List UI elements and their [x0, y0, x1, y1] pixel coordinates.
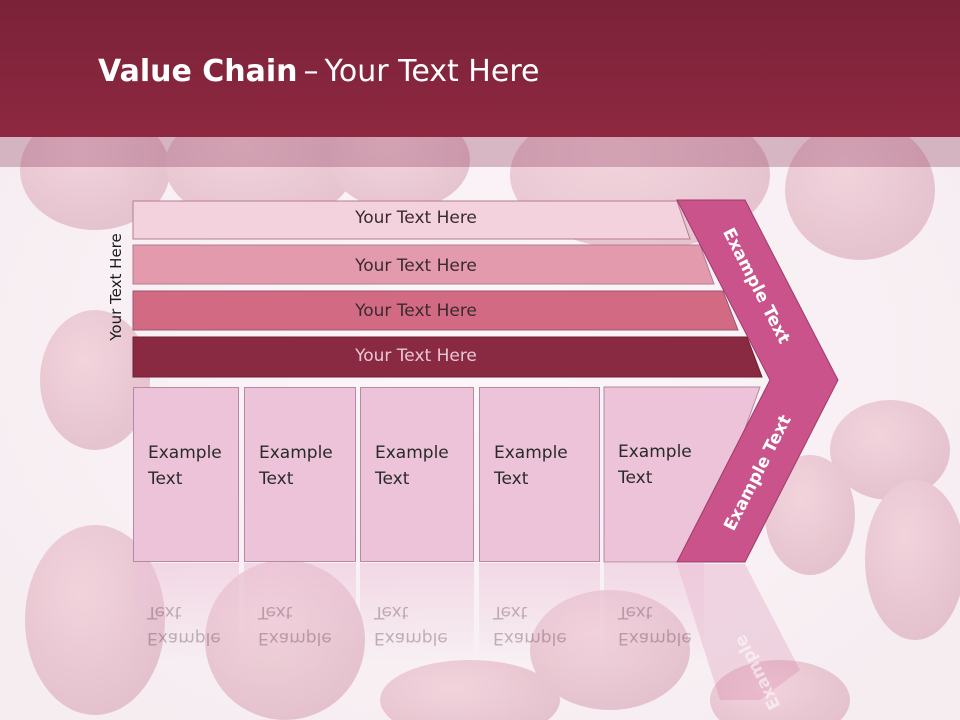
title-rest: Your Text Here	[324, 54, 540, 89]
bar-4	[132, 336, 763, 378]
bar-3	[132, 290, 739, 331]
activity-box-4-line2: Text	[494, 469, 529, 489]
activity-box-4-line1: Example	[494, 443, 568, 463]
activity-box-3-line2: Text	[375, 469, 410, 489]
chevron-reflection	[677, 564, 800, 700]
activity-box-2-line2: Text	[259, 469, 294, 489]
bar-1-label: Your Text Here	[355, 208, 477, 228]
title-bar	[0, 0, 960, 137]
activity-box-3-line1: Example	[375, 443, 449, 463]
title-bold: Value Chain	[98, 54, 298, 89]
activity-box-2-line1: Example	[259, 443, 333, 463]
bar-1	[132, 200, 691, 240]
chevron-arrow	[676, 199, 839, 563]
side-label: Your Text Here	[107, 233, 125, 341]
title-dash: –	[303, 54, 319, 89]
bar-3-label: Your Text Here	[355, 301, 477, 321]
bar-4-label: Your Text Here	[355, 346, 477, 366]
slide-title: Value Chain–Your Text Here	[98, 54, 539, 89]
header-strip	[0, 137, 960, 167]
activity-box-1-line2: Text	[148, 469, 183, 489]
activity-box-5-line1: Example	[618, 442, 692, 462]
activity-box-5-line2: Text	[618, 468, 653, 488]
bar-2	[132, 244, 715, 285]
bar-2-label: Your Text Here	[355, 256, 477, 276]
activity-box-1-line1: Example	[148, 443, 222, 463]
